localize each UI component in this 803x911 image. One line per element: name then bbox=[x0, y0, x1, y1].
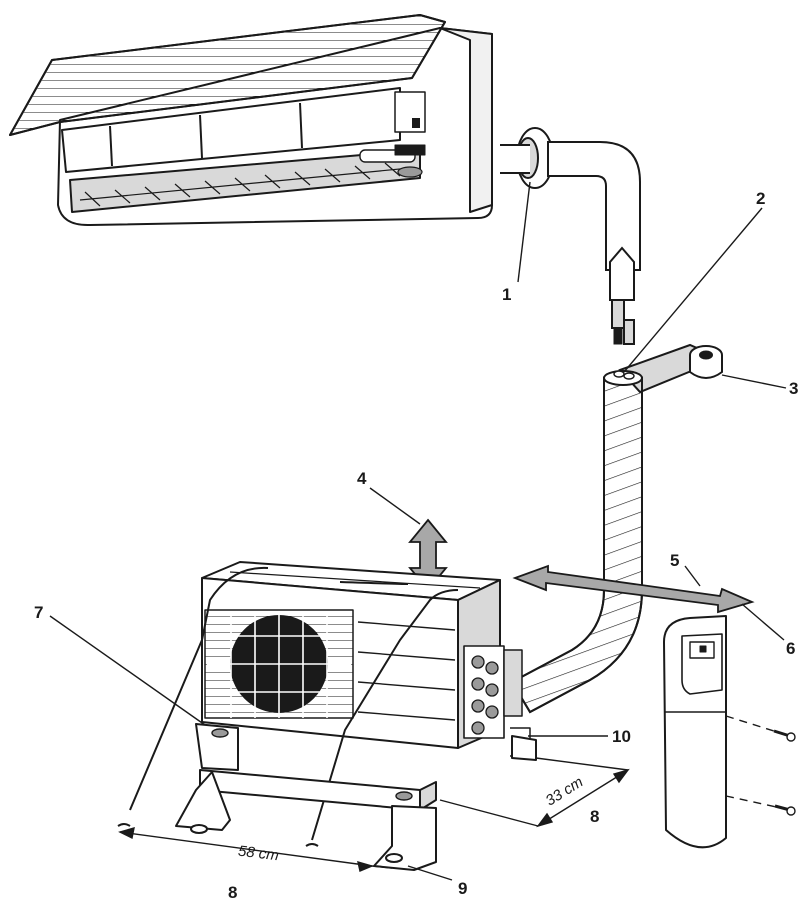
refrigerant-piping bbox=[547, 141, 641, 345]
outdoor-unit bbox=[201, 561, 531, 757]
remote-holder bbox=[663, 615, 796, 849]
mounting-base bbox=[175, 723, 537, 871]
callout-5: 5 bbox=[670, 551, 680, 570]
indoor-unit bbox=[9, 14, 493, 227]
callout-8-width: 8 bbox=[228, 883, 238, 902]
callout-8-depth: 8 bbox=[590, 807, 600, 826]
clearance-arrow-side bbox=[512, 564, 755, 614]
callout-4: 4 bbox=[357, 469, 367, 488]
callout-3: 3 bbox=[789, 379, 799, 398]
dimension-lines bbox=[118, 757, 630, 872]
leader-lines bbox=[49, 181, 787, 881]
callout-10: 10 bbox=[612, 727, 631, 746]
insulated-pipe-bundle bbox=[510, 370, 643, 714]
callout-1: 1 bbox=[502, 285, 512, 304]
tie-down-straps bbox=[117, 566, 459, 847]
callout-6: 6 bbox=[786, 639, 796, 658]
callout-9: 9 bbox=[458, 879, 468, 898]
callout-7: 7 bbox=[34, 603, 44, 622]
air-louvers bbox=[69, 149, 421, 213]
wall-sleeve bbox=[500, 127, 554, 189]
callout-2: 2 bbox=[756, 189, 766, 208]
